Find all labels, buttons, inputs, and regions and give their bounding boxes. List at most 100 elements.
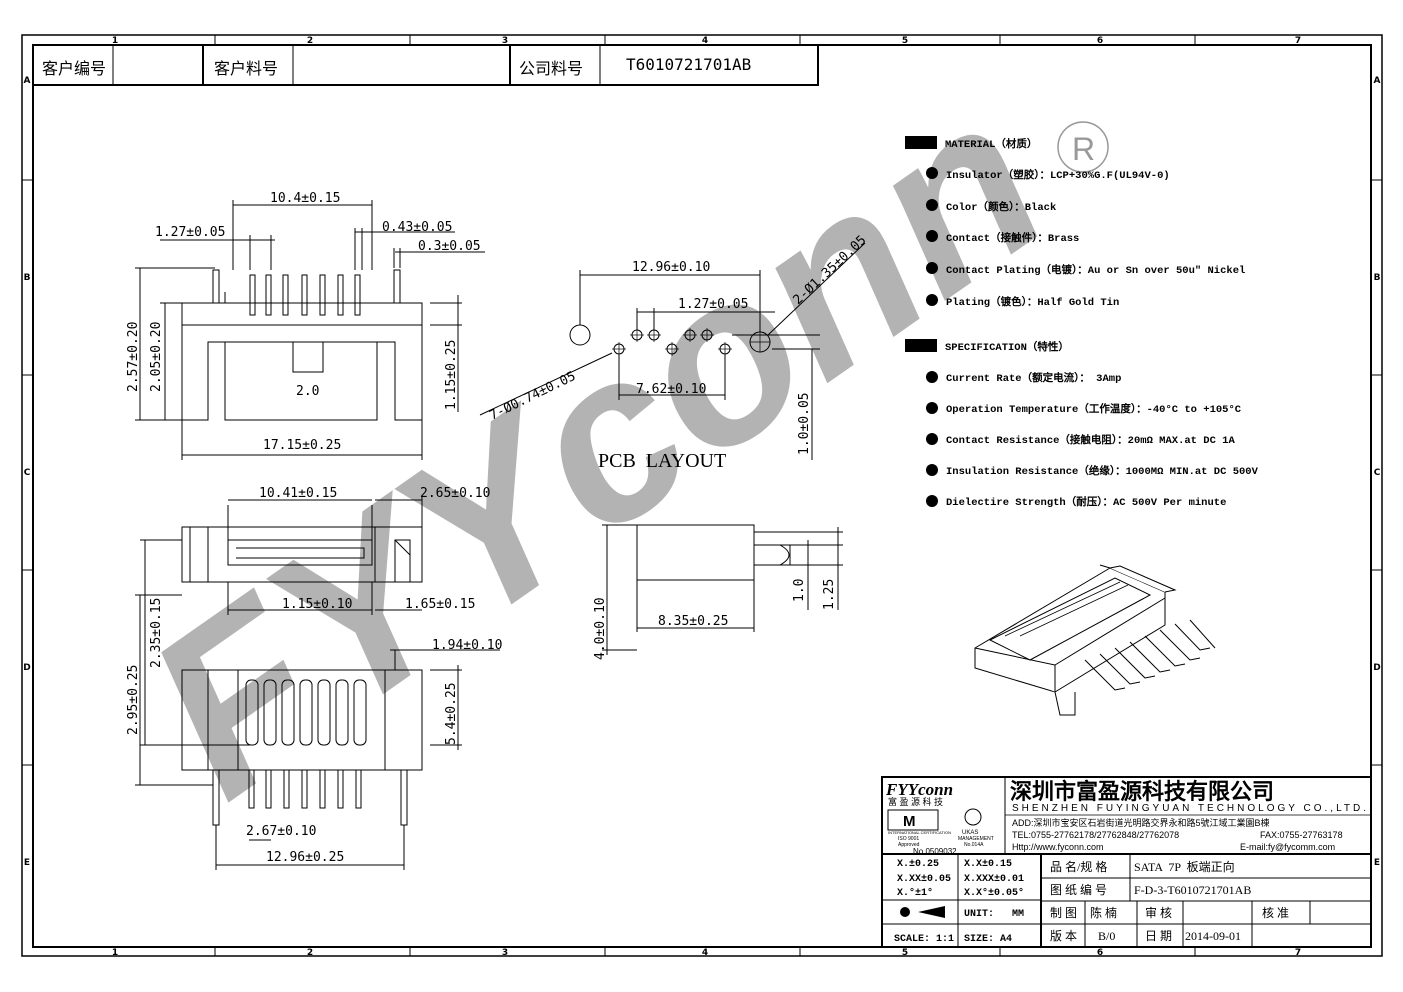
dim-label: 2.95±0.25 <box>126 665 141 735</box>
row-label: D <box>23 663 30 673</box>
front-pins <box>212 769 408 826</box>
header-table: 客户编号 客户料号 公司料号 T6010721701AB <box>32 44 819 86</box>
dim-label: 1.94±0.10 <box>432 638 502 653</box>
frame-labels: 1 2 3 4 5 6 7 1 2 3 4 5 6 7 A B C D E A … <box>23 36 1380 958</box>
specification-item: Insulation Resistance（绝缘）：1000MΩ MIN.at … <box>946 464 1259 478</box>
watermark-text: FYYconn <box>103 46 1088 846</box>
registered-mark: R <box>1072 131 1095 167</box>
dim-label: 1.27±0.05 <box>155 225 225 240</box>
company-http: Http://www.fyconn.com <box>1012 842 1104 852</box>
drawn-by-label: 制 图 <box>1050 906 1077 920</box>
material-item: Contact Plating（电镀）：Au or Sn over 50u″ N… <box>946 263 1245 277</box>
col-label: 3 <box>502 36 508 46</box>
dim-label: 1.0±0.05 <box>797 392 812 455</box>
customer-no-label: 客户编号 <box>42 60 106 78</box>
specification-section: SPECIFICATION（特性） Current Rate（额定电流）： 3A… <box>905 339 1259 509</box>
section-marker <box>905 136 937 149</box>
version-value: B/0 <box>1098 929 1115 943</box>
col-label: 3 <box>502 948 508 958</box>
company-name-cn: 深圳市富盈源科技有限公司 <box>1010 779 1274 804</box>
contact-pins-top <box>212 269 401 316</box>
size-label: SIZE: A4 <box>964 934 1012 945</box>
dim-label: 4.0±0.10 <box>593 597 608 660</box>
product-name-value: SATA 7P 板端正向 <box>1134 859 1235 874</box>
bullet-icon <box>926 294 938 306</box>
col-label: 1 <box>112 948 118 958</box>
row-label: C <box>1374 468 1381 478</box>
dim-label: 12.96±0.10 <box>632 260 710 275</box>
specification-heading: SPECIFICATION（特性） <box>945 340 1069 354</box>
dim-label: 10.4±0.15 <box>270 191 340 206</box>
col-label: 5 <box>902 36 908 46</box>
material-item: Insulator（塑胶）：LCP+30%G.F(UL94V-0) <box>946 168 1170 182</box>
specification-item: Contact Resistance（接触电阻）：20mΩ MAX.at DC … <box>946 433 1235 447</box>
iso-logo-mark: M <box>903 813 916 830</box>
col-label: 2 <box>307 948 313 958</box>
material-item: Color（颜色）：Black <box>946 200 1056 214</box>
cert-text: ISO 9001 <box>898 836 919 842</box>
dim-label: 0.3±0.05 <box>418 239 481 254</box>
col-label: 7 <box>1295 948 1301 958</box>
specification-item: Current Rate（额定电流）： 3Amp <box>946 371 1121 385</box>
dim-label: 7.62±0.10 <box>636 382 706 397</box>
dim-label: 2.0 <box>296 384 319 399</box>
product-name-label: 品 名/规 格 <box>1050 859 1107 874</box>
bullet-icon <box>926 464 938 476</box>
connector-3d-view <box>974 564 1216 716</box>
specification-item: Dielectire Strength（耐压）：AC 500V Per minu… <box>946 495 1226 509</box>
version-label: 版 本 <box>1050 929 1077 943</box>
scale-label: SCALE: 1:1 <box>894 934 954 945</box>
col-label: 5 <box>902 948 908 958</box>
side-view-right <box>602 524 843 655</box>
drawing-number-value: F-D-3-T6010721701AB <box>1134 883 1251 897</box>
dim-label: 1.27±0.05 <box>678 297 748 312</box>
row-label: B <box>1374 273 1381 283</box>
bullet-icon <box>926 371 938 383</box>
dim-label: 1.15±0.25 <box>444 340 459 410</box>
bullet-icon <box>926 495 938 507</box>
front-view <box>135 539 500 870</box>
unit-value: MM <box>1012 909 1024 920</box>
company-tel: TEL:0755-27762178/27762848/27762078 <box>1012 830 1179 840</box>
dim-label: 1.15±0.10 <box>282 597 352 612</box>
pcb-layout <box>479 242 866 460</box>
col-label: 6 <box>1097 36 1103 46</box>
bullet-icon <box>926 262 938 274</box>
approved-by-label: 核 准 <box>1262 906 1289 920</box>
material-heading: MATERIAL（材质） <box>945 137 1037 151</box>
col-label: 2 <box>307 36 313 46</box>
material-item: Contact（接触件）：Brass <box>946 231 1079 245</box>
dim-label: 1.65±0.15 <box>405 597 475 612</box>
unit-label: UNIT: <box>964 909 994 920</box>
checked-by-label: 审 核 <box>1145 905 1172 920</box>
cert-text: Approved <box>898 842 920 848</box>
dim-label: 2.65±0.10 <box>420 486 490 501</box>
row-label: E <box>1374 858 1380 868</box>
dim-label: 1.25 <box>822 579 837 610</box>
front-slots <box>245 679 367 746</box>
dim-label: 2.05±0.20 <box>149 322 164 392</box>
dim-label: 1.0 <box>792 579 807 602</box>
row-label: A <box>24 76 31 86</box>
company-fax: FAX:0755-27763178 <box>1260 830 1343 840</box>
dim-label: 2.35±0.15 <box>149 598 164 668</box>
customer-part-label: 客户料号 <box>214 60 278 78</box>
tolerance: X.±0.25 <box>897 859 939 870</box>
brand-logo: FYYconn <box>885 780 953 799</box>
company-part-value: T6010721701AB <box>626 55 751 74</box>
dim-label: 10.41±0.15 <box>259 486 337 501</box>
specification-item: Operation Temperature（工作温度）：-40°C to +10… <box>946 402 1242 416</box>
row-label: E <box>24 858 30 868</box>
company-email: E-mail:fy@fycomm.com <box>1240 842 1335 852</box>
row-label: C <box>24 468 31 478</box>
dim-label: 2.57±0.20 <box>126 322 141 392</box>
row-label: B <box>24 273 31 283</box>
section-marker <box>905 339 937 352</box>
projection-symbol-icon <box>900 906 945 918</box>
title-block: FYYconn 富 盈 源 科 技 深圳市富盈源科技有限公司 SHENZHEN … <box>881 776 1372 948</box>
ukas-crown-icon <box>964 808 982 826</box>
dim-label: 2.67±0.10 <box>246 824 316 839</box>
col-label: 1 <box>112 36 118 46</box>
side-view-top <box>135 200 485 460</box>
